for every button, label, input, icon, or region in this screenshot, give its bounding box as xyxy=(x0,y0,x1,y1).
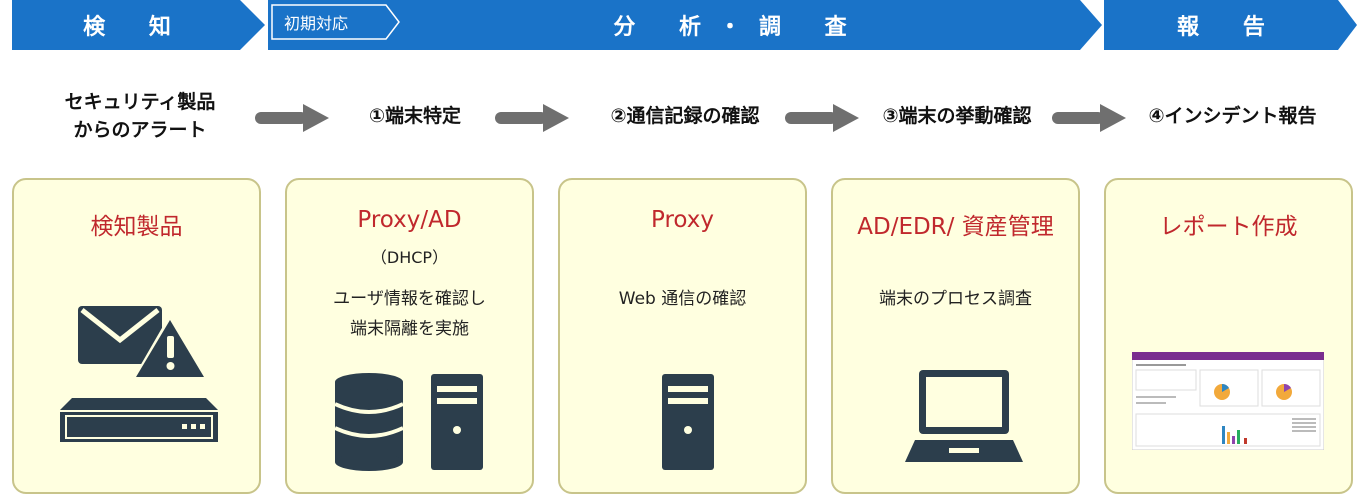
laptop-icon xyxy=(905,370,1023,462)
card-title: Proxy/AD xyxy=(357,207,462,233)
arrow-icon xyxy=(1052,104,1126,132)
server-tower-icon xyxy=(662,374,714,470)
card-description: Web 通信の確認 xyxy=(560,284,805,314)
step-2: ②通信記録の確認 xyxy=(610,105,760,127)
mail-warning-icon xyxy=(78,306,208,380)
arrow-icon xyxy=(255,104,329,132)
card-title: AD/EDR/ 資産管理 xyxy=(857,214,1054,240)
appliance-icon xyxy=(60,398,218,442)
arrow-icon xyxy=(495,104,569,132)
arrow-icon xyxy=(785,104,859,132)
card-subtitle: （DHCP） xyxy=(370,248,449,267)
card-title: レポート作成 xyxy=(1159,214,1298,240)
card-proxy: Proxy Web 通信の確認 xyxy=(558,178,807,494)
step-alert-line1: セキュリティ製品 xyxy=(64,91,216,113)
card-description: 端末のプロセス調査 xyxy=(833,284,1078,314)
card-detect: 検知製品 xyxy=(12,178,261,494)
card-title: 検知製品 xyxy=(90,214,183,240)
card-title: Proxy xyxy=(650,207,714,233)
step-alert: セキュリティ製品 からのアラート xyxy=(30,88,250,144)
database-icon xyxy=(334,373,404,471)
card-assets: AD/EDR/ 資産管理 端末のプロセス調査 xyxy=(831,178,1080,494)
header-band xyxy=(12,0,1357,50)
card-proxy-ad: Proxy/AD （DHCP） ユーザ情報を確認し 端末隔離を実施 xyxy=(285,178,534,494)
header-report: 報 告 xyxy=(1177,15,1283,40)
card-desc-line1: Web 通信の確認 xyxy=(618,289,747,309)
report-screenshot-icon xyxy=(1132,352,1324,450)
header-initial-tag: 初期対応 xyxy=(284,14,349,33)
step-3: ③端末の挙動確認 xyxy=(882,105,1032,127)
card-description: ユーザ情報を確認し 端末隔離を実施 xyxy=(287,284,532,344)
step-alert-line2: からのアラート xyxy=(73,119,207,141)
header-analysis: 分 析・調 査 xyxy=(613,15,865,40)
step-1: ①端末特定 xyxy=(368,105,462,127)
server-tower-icon xyxy=(431,374,483,470)
header-detect: 検 知 xyxy=(83,15,189,40)
card-report: レポート作成 xyxy=(1104,178,1353,494)
card-desc-line2: 端末隔離を実施 xyxy=(350,319,469,339)
step-4: ④インシデント報告 xyxy=(1148,105,1317,127)
card-desc-line1: 端末のプロセス調査 xyxy=(879,289,1032,309)
card-desc-line1: ユーザ情報を確認し xyxy=(333,289,486,309)
